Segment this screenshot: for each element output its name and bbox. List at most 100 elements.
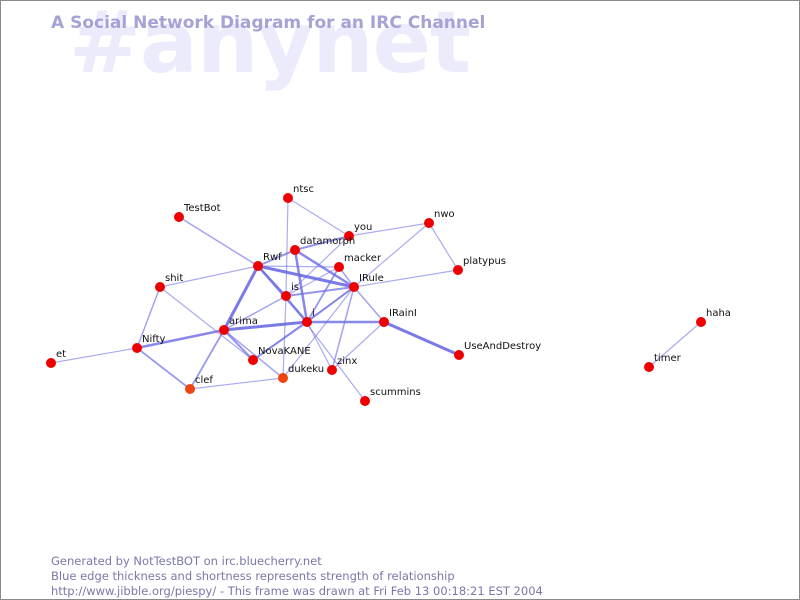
edge-arima-i — [222, 320, 309, 332]
node-you[interactable]: you — [344, 222, 372, 241]
node-haha[interactable]: haha — [696, 308, 731, 327]
node-dot[interactable] — [424, 218, 434, 228]
node-dot[interactable] — [360, 396, 370, 406]
node-dot[interactable] — [696, 317, 706, 327]
node-IRainI[interactable]: IRainI — [379, 308, 417, 327]
edge-et-Nifty — [50, 347, 138, 364]
edge-is-scummins — [285, 295, 366, 402]
node-clef[interactable]: clef — [185, 375, 213, 394]
edge-datamorph-i — [293, 248, 309, 324]
node-label: arima — [229, 316, 258, 327]
edge-IRule-IRainI — [353, 286, 385, 323]
node-dot[interactable] — [46, 358, 56, 368]
node-dot[interactable] — [453, 265, 463, 275]
node-TestBot[interactable]: TestBot — [174, 203, 221, 222]
node-dot[interactable] — [644, 362, 654, 372]
node-label: ntsc — [293, 184, 314, 195]
edge-haha-timer — [648, 321, 702, 368]
node-ntsc[interactable]: ntsc — [283, 184, 314, 203]
node-label: macker — [344, 253, 382, 264]
edge-shit-NovaKANE — [159, 286, 254, 361]
edge-dukeku-IRule — [282, 286, 355, 379]
edge-you-is — [285, 235, 350, 297]
node-zinx[interactable]: zinx — [327, 356, 357, 375]
node-dot[interactable] — [283, 193, 293, 203]
node-dukeku[interactable]: dukeku — [278, 364, 324, 383]
edge-zinx-IRainI — [331, 321, 385, 371]
node-dot[interactable] — [334, 262, 344, 272]
node-label: datamorph — [300, 236, 355, 247]
node-Nifty[interactable]: Nifty — [132, 334, 166, 353]
edge-ntsc-you — [287, 197, 350, 237]
edge-Rwf-datamorph — [257, 249, 296, 267]
edge-arima-Nifty — [135, 328, 226, 350]
node-dot[interactable] — [302, 317, 312, 327]
node-Rwf[interactable]: Rwf — [253, 252, 282, 271]
node-UseAndDestroy[interactable]: UseAndDestroy — [454, 341, 541, 360]
node-dot[interactable] — [174, 212, 184, 222]
node-et[interactable]: et — [46, 349, 66, 368]
node-datamorph[interactable]: datamorph — [290, 236, 355, 255]
node-label: dukeku — [288, 364, 324, 375]
node-label: IRule — [359, 273, 384, 284]
edges-layer — [50, 197, 702, 402]
node-label: timer — [654, 353, 682, 364]
node-label: shit — [165, 273, 183, 284]
edge-clef-dukeku — [189, 377, 284, 390]
node-IRule[interactable]: IRule — [349, 273, 384, 292]
edge-shit-Nifty — [136, 286, 161, 349]
node-is[interactable]: is — [281, 282, 299, 301]
node-scummins[interactable]: scummins — [360, 387, 421, 406]
edge-Rwf-macker — [257, 265, 340, 268]
node-label: UseAndDestroy — [464, 341, 541, 352]
node-label: et — [56, 349, 66, 360]
node-dot[interactable] — [454, 350, 464, 360]
edge-arima-clef — [189, 329, 225, 390]
node-timer[interactable]: timer — [644, 353, 682, 372]
node-dot[interactable] — [185, 384, 195, 394]
node-dot[interactable] — [253, 261, 263, 271]
node-dot[interactable] — [248, 355, 258, 365]
edge-nwo-IRule — [353, 222, 430, 288]
node-dot[interactable] — [219, 325, 229, 335]
node-dot[interactable] — [281, 291, 291, 301]
diagram-title: A Social Network Diagram for an IRC Chan… — [51, 13, 486, 33]
node-label: i — [312, 308, 315, 319]
node-label: Rwf — [263, 252, 282, 263]
edge-is-IRule — [285, 286, 355, 297]
edge-macker-is — [285, 266, 340, 297]
node-macker[interactable]: macker — [334, 253, 382, 272]
edge-arima-NovaKANE — [223, 329, 254, 361]
node-dot[interactable] — [132, 343, 142, 353]
node-dot[interactable] — [278, 373, 288, 383]
node-dot[interactable] — [290, 245, 300, 255]
edge-IRainI-UseAndDestroy — [382, 320, 461, 357]
node-dot[interactable] — [349, 282, 359, 292]
edge-TestBot-Rwf — [178, 216, 259, 267]
edge-IRule-platypus — [353, 269, 459, 288]
node-dot[interactable] — [155, 282, 165, 292]
node-nwo[interactable]: nwo — [424, 209, 455, 228]
node-label: NovaKANE — [258, 346, 311, 357]
edge-Nifty-clef — [136, 347, 191, 390]
footer: Generated by NotTestBOT on irc.bluecherr… — [51, 554, 543, 599]
edge-nwo-platypus — [428, 222, 459, 271]
node-platypus[interactable]: platypus — [453, 256, 506, 275]
node-label: clef — [195, 375, 213, 386]
edge-macker-i — [306, 266, 340, 323]
node-dot[interactable] — [327, 365, 337, 375]
node-i[interactable]: i — [302, 308, 315, 327]
node-arima[interactable]: arima — [219, 316, 258, 335]
node-shit[interactable]: shit — [155, 273, 183, 292]
footer-url-timestamp: http://www.jibble.org/piespy/ - This fra… — [51, 584, 543, 598]
node-label: Nifty — [142, 334, 166, 345]
node-dot[interactable] — [344, 231, 354, 241]
edge-datamorph-you — [294, 235, 350, 251]
edge-arima-Rwf — [222, 264, 260, 332]
node-dot[interactable] — [379, 317, 389, 327]
node-label: is — [291, 282, 299, 293]
node-NovaKANE[interactable]: NovaKANE — [248, 346, 311, 365]
